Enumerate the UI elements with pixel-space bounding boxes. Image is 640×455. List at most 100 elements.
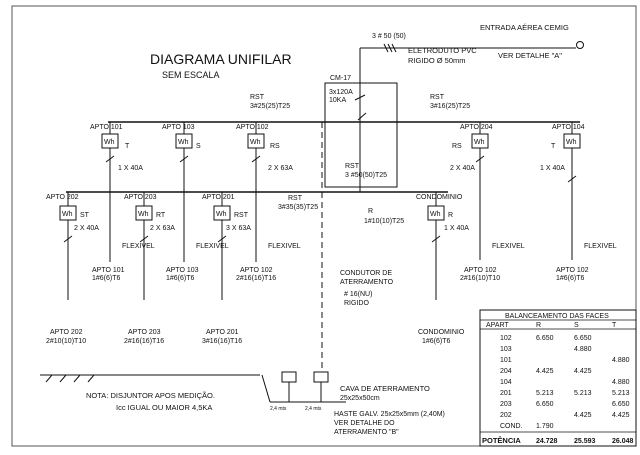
balance-total-label: POTÊNCIA (482, 436, 521, 445)
balance-table-title: BALANCEAMENTO DAS FACES (505, 313, 609, 320)
svg-text:CONDOMINIO: CONDOMINIO (416, 194, 463, 201)
bottom-circuit-202: APTO 202 (50, 329, 83, 336)
mid-circuit-102c-cable: 1#6(6)T6 (556, 275, 585, 282)
cm-breaker-rating: 3x120A (329, 89, 353, 96)
entrance-label: ENTRADA AÉREA CEMIG (480, 23, 569, 32)
table-cell: COND. (500, 423, 523, 430)
svg-text:RST: RST (234, 212, 249, 219)
flexivel-label-3: FLEXIVEL (268, 243, 301, 250)
breaker-203: 2 X 63A (150, 225, 175, 232)
bottom-circuit-203: APTO 203 (128, 329, 161, 336)
mid-circuit-102c: APTO 102 (556, 267, 589, 274)
bottom-circuit-203-cable: 2#16(16)T16 (124, 338, 164, 345)
svg-text:APTO 104: APTO 104 (552, 124, 585, 131)
entrance-detail: VER DETALHE "A" (498, 51, 562, 60)
breaker-condominio: 1 X 40A (444, 225, 469, 232)
balance-table (479, 309, 637, 447)
breaker-204: 2 X 40A (450, 165, 475, 172)
mid-circuit-102b: APTO 102 (464, 267, 497, 274)
mid-circuit-103: APTO 103 (166, 267, 199, 274)
svg-text:Wh: Wh (250, 139, 261, 146)
mid-circuit-103-cable: 1#6(6)T6 (166, 275, 195, 282)
cm-rst-cable: 3 #50(50)T25 (345, 172, 387, 179)
cm-label: CM-17 (330, 75, 351, 82)
bottom-circuit-201-cable: 3#16(16)T16 (202, 338, 242, 345)
lower-feeder-rst: RST (288, 195, 303, 202)
cm-breaker-icc: 10KA (329, 97, 346, 104)
svg-text:APTO 203: APTO 203 (124, 194, 157, 201)
haste-label-1: HASTE GALV. 25x25x5mm (2,40M) (334, 411, 445, 418)
table-cell: 202 (500, 412, 512, 419)
mid-circuit-102b-cable: 2#16(10)T10 (460, 275, 500, 282)
svg-text:APTO 102: APTO 102 (236, 124, 269, 131)
diagram-subtitle: SEM ESCALA (162, 70, 220, 80)
left-feeder-rst: RST (250, 94, 265, 101)
table-cell: 4.425 (574, 412, 592, 419)
svg-text:Wh: Wh (430, 211, 441, 218)
svg-text:Wh: Wh (566, 139, 577, 146)
meter-apto-204: APTO 204 Wh RS (452, 122, 493, 260)
svg-text:APTO 201: APTO 201 (202, 194, 235, 201)
table-cell: 103 (500, 346, 512, 353)
meter-apto-101: APTO 101 Wh T (90, 122, 130, 192)
table-cell: 6.650 (574, 335, 592, 342)
breaker-101: 1 X 40A (118, 165, 143, 172)
flexivel-label-1: FLEXIVEL (122, 243, 155, 250)
note-line-2: Icc IGUAL OU MAIOR 4,5KA (116, 403, 212, 412)
haste-label-2: VER DETALHE DO (334, 420, 395, 427)
table-cell: 203 (500, 401, 512, 408)
ground-conductor-label-3: # 16(NU) (344, 291, 372, 298)
left-feeder-cable: 3#25(25)T25 (250, 103, 290, 110)
note-line-1: NOTA: DISJUNTOR APOS MEDIÇÃO. (86, 391, 215, 400)
svg-text:RS: RS (452, 143, 462, 150)
ground-conductor-label-4: RIGIDO (344, 300, 369, 307)
svg-text:APTO 101: APTO 101 (90, 124, 123, 131)
bottom-circuit-condominio-cable: 1#6(6)T6 (422, 338, 451, 345)
lower-breaker-ticks (63, 235, 441, 243)
earth-ground-line (40, 371, 346, 403)
svg-text:APTO 103: APTO 103 (162, 124, 195, 131)
ground-conductor-label-2: ATERRAMENTO (340, 279, 394, 286)
dimension-1: 2,4 mts (270, 406, 287, 412)
table-cell: 1.790 (536, 423, 554, 430)
table-cell: 4.880 (574, 346, 592, 353)
table-header-cell: T (612, 322, 617, 329)
svg-text:R: R (448, 212, 453, 219)
table-total-cell: 24.728 (536, 438, 558, 445)
meter-apto-201: APTO 201 Wh RST (202, 192, 249, 300)
table-cell: 104 (500, 379, 512, 386)
meter-apto-103: APTO 103 Wh S (162, 122, 201, 192)
table-cell: 102 (500, 335, 512, 342)
cm-rst: RST (345, 163, 360, 170)
right-feeder-rst: RST (430, 94, 445, 101)
conduit-label-2: RIGIDO Ø 50mm (408, 56, 466, 65)
meter-apto-102: APTO 102 Wh RS (236, 122, 280, 192)
svg-text:Wh: Wh (216, 211, 227, 218)
meter-apto-104: APTO 104 Wh T (551, 122, 585, 260)
diagram-title: DIAGRAMA UNIFILAR (150, 51, 292, 67)
flexivel-label-4: FLEXIVEL (492, 243, 525, 250)
cava-label-2: 25x25x50cm (340, 395, 380, 402)
haste-label-3: ATERRAMENTO "B" (334, 429, 399, 436)
svg-text:APTO 202: APTO 202 (46, 194, 79, 201)
svg-text:S: S (196, 143, 201, 150)
svg-text:T: T (551, 143, 556, 150)
lower-feeder-cable: 3#35(35)T25 (278, 204, 318, 211)
table-cell: 5.213 (536, 390, 554, 397)
r-feeder-cable: 1#10(10)T25 (364, 218, 404, 225)
table-cell: 4.425 (574, 368, 592, 375)
cava-label-1: CAVA DE ATERRAMENTO (340, 384, 430, 393)
mid-circuit-102a-cable: 2#16(16)T16 (236, 275, 276, 282)
entrance-conductor: 3 # 50 (50) (372, 33, 406, 40)
svg-text:Wh: Wh (62, 211, 73, 218)
table-header-cell: S (574, 322, 579, 329)
conduit-label-1: ELETRODUTO PVC (408, 46, 477, 55)
mid-circuit-101-cable: 1#6(6)T6 (92, 275, 121, 282)
right-feeder-cable: 3#16(25)T25 (430, 103, 470, 110)
svg-text:ST: ST (80, 212, 90, 219)
table-cell: 204 (500, 368, 512, 375)
svg-text:Wh: Wh (474, 139, 485, 146)
